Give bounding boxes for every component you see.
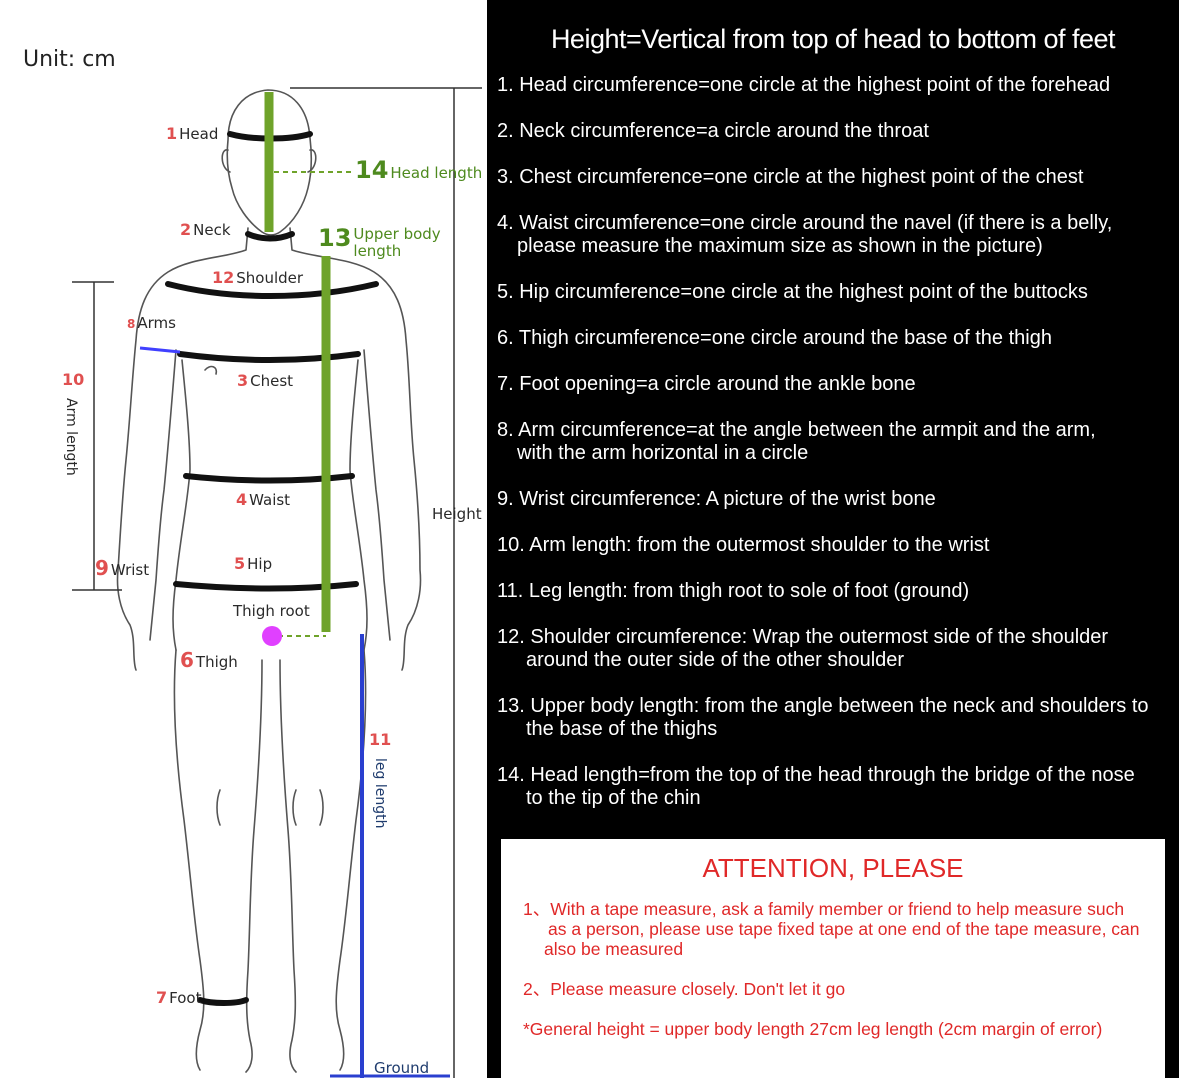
instruction-item: 10. Arm length: from the outermost shoul… xyxy=(497,534,990,556)
figure-torso-right xyxy=(289,227,422,671)
attention-note: 1、With a tape measure, ask a family memb… xyxy=(523,899,1140,959)
figure-leg-inner-left xyxy=(245,659,263,1073)
figure-knee-left xyxy=(216,789,221,826)
thigh-root-dot xyxy=(262,626,282,646)
instruction-item: 6. Thigh circumference=one circle around… xyxy=(497,327,1052,349)
figure-waist-left xyxy=(172,359,191,651)
instruction-item: 13. Upper body length: from the angle be… xyxy=(497,695,1149,740)
figure-ear-right xyxy=(307,149,317,173)
band-waist xyxy=(183,473,355,484)
instruction-item: 5. Hip circumference=one circle at the h… xyxy=(497,281,1088,303)
figure-leg-outer-right xyxy=(335,649,367,1071)
instruction-item: 14. Head length=from the top of the head… xyxy=(497,764,1135,809)
figure-leg-inner-right xyxy=(279,659,297,1073)
figure-head-outline xyxy=(226,89,313,236)
unit-label: Unit: cm xyxy=(23,47,116,72)
band-hip xyxy=(173,581,359,592)
figure-navel xyxy=(204,365,218,375)
figure-leg-outer-left xyxy=(173,649,205,1071)
attention-note: 2、Please measure closely. Don't let it g… xyxy=(523,979,846,999)
band-neck xyxy=(245,231,295,242)
instruction-item: 3. Chest circumference=one circle at the… xyxy=(497,166,1084,188)
band-chest xyxy=(177,351,361,363)
figure-waist-right xyxy=(349,359,368,651)
instruction-item: 1. Head circumference=one circle at the … xyxy=(497,74,1111,96)
panel-title: Height=Vertical from top of head to bott… xyxy=(550,24,1116,54)
attention-box: ATTENTION, PLEASE 1、With a tape measure,… xyxy=(501,839,1165,1078)
label-leg-length: leg length xyxy=(372,758,388,829)
label-leg-length-number: 11 xyxy=(369,730,392,749)
label-height: Height xyxy=(432,505,482,523)
figure-torso-left xyxy=(116,227,249,671)
instruction-item: 2. Neck circumference=a circle around th… xyxy=(497,120,929,142)
figure-knee-line-right xyxy=(292,789,297,826)
instruction-item: 7. Foot opening=a circle around the ankl… xyxy=(497,373,916,395)
instruction-item: 11. Leg length: from thigh root to sole … xyxy=(497,580,970,602)
figure-arm-inner-right xyxy=(363,349,391,641)
figure-arm-inner-left xyxy=(149,349,177,641)
band-foot xyxy=(197,997,249,1006)
label-thigh-root: Thigh root xyxy=(233,602,310,620)
figure-knee-right xyxy=(319,789,324,826)
instruction-item: 8. Arm circumference=at the angle betwee… xyxy=(497,419,1096,464)
attention-note: *General height = upper body length 27cm… xyxy=(523,1019,1103,1039)
label-ground: Ground xyxy=(374,1059,430,1077)
band-arm xyxy=(139,346,181,354)
band-shoulder xyxy=(165,281,379,299)
label-arm-length-number: 10 xyxy=(62,370,85,389)
instruction-item: 12. Shoulder circumference: Wrap the out… xyxy=(497,626,1109,671)
attention-title: ATTENTION, PLEASE xyxy=(702,853,964,883)
instruction-item: 9. Wrist circumference: A picture of the… xyxy=(497,488,936,510)
body-figure-svg xyxy=(72,87,482,1078)
figure-ear-left xyxy=(221,149,231,173)
label-arm-length: Arm length xyxy=(63,398,79,476)
instruction-item: 4. Waist circumference=one circle around… xyxy=(497,212,1113,257)
